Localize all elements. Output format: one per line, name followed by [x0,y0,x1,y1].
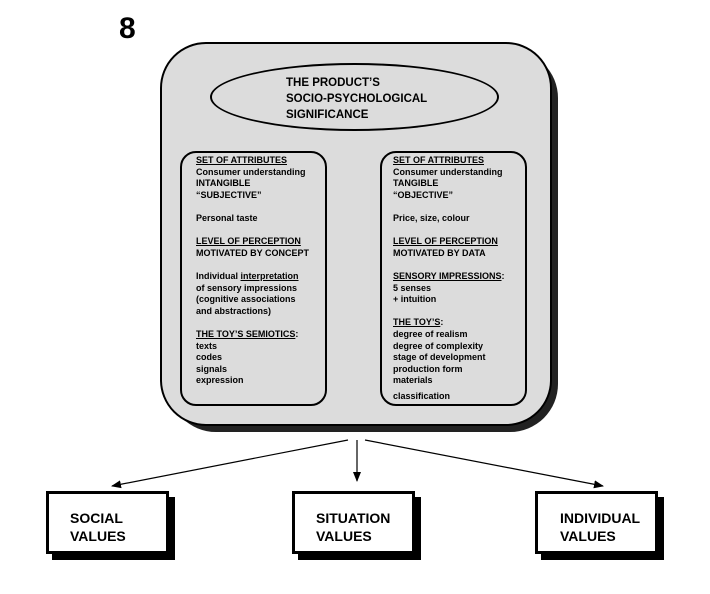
right-example: Price, size, colour [393,212,470,223]
semiotics-item: signals [196,363,228,374]
toys-item-last: classification [393,390,451,401]
toys-heading-line: THE TOY’S: [393,317,525,329]
toys-item: degree of complexity [393,340,484,351]
semiotics-item: expression [196,375,244,386]
toys-colon: : [440,317,444,328]
left-example: Personal taste [196,212,258,223]
semiotics-item: texts [196,340,218,351]
toys-item: production form [393,363,463,374]
toys-item: materials [393,375,433,386]
left-set-heading: SET OF ATTRIBUTES [196,155,287,165]
semiotics-colon: : [295,328,299,339]
toys-item: degree of realism [393,328,468,339]
left-interpretation-line: Individual interpretation [196,271,324,283]
left-interp-rest: (cognitive associations [196,294,296,305]
sensory-item: + intuition [393,294,437,305]
right-set-heading: SET OF ATTRIBUTES [393,155,484,165]
right-motivation: MOTIVATED BY DATA [393,247,486,258]
toys-item: stage of development [393,352,486,363]
situation-values-box [292,491,415,554]
left-quality: “SUBJECTIVE” [196,189,262,200]
arrow-to-individual [364,439,604,489]
objective-column: SET OF ATTRIBUTES Consumer understanding… [393,155,525,402]
individual-values-box [535,491,658,554]
sensory-heading-line: SENSORY IMPRESSIONS: [393,271,525,283]
right-perception-heading: LEVEL OF PERCEPTION [393,236,498,247]
central-title: THE PRODUCT’S SOCIO-PSYCHOLOGICAL SIGNIF… [286,77,428,121]
sensory-item: 5 senses [393,282,432,293]
left-interp-rest: and abstractions) [196,305,272,316]
left-understanding: Consumer understanding [196,166,306,177]
sensory-colon: : [501,270,505,281]
figure-number: 8 [119,12,136,45]
central-ellipse [210,63,499,131]
toys-heading: THE TOY’S [393,317,441,328]
right-quality: “OBJECTIVE” [393,189,454,200]
individual-values-label: INDIVIDUAL VALUES [560,510,641,544]
semiotics-heading: THE TOY’S SEMIOTICS [196,328,296,339]
situation-values-label: SITUATION VALUES [316,510,391,544]
arrow-to-social [111,439,349,489]
left-semiotics-heading-line: THE TOY’S SEMIOTICS: [196,329,324,341]
sensory-heading: SENSORY IMPRESSIONS [393,270,502,281]
social-values-label: SOCIAL VALUES [70,510,126,544]
left-kind: INTANGIBLE [196,178,251,189]
subjective-column-box [180,151,327,406]
left-motivation: MOTIVATED BY CONCEPT [196,247,310,258]
left-perception-heading: LEVEL OF PERCEPTION [196,236,301,247]
right-kind: TANGIBLE [393,178,439,189]
interp-word: interpretation [240,270,299,281]
interp-prefix: Individual [196,270,241,281]
objective-column-box [380,151,527,406]
semiotics-item: codes [196,352,223,363]
social-values-box [46,491,169,554]
right-understanding: Consumer understanding [393,166,503,177]
subjective-column: SET OF ATTRIBUTES Consumer understanding… [196,155,324,387]
left-interp-rest: of sensory impressions [196,282,298,293]
